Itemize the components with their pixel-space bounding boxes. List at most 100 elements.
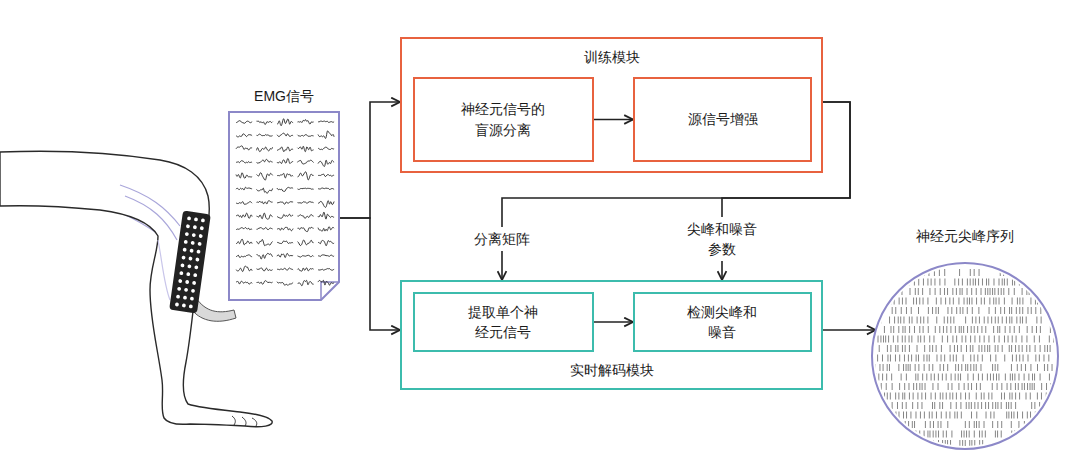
spike-tick	[905, 345, 906, 352]
spike-tick	[957, 345, 958, 352]
spike-tick	[1035, 355, 1036, 362]
spike-tick	[939, 402, 940, 409]
spike-tick	[913, 383, 914, 390]
spike-tick	[900, 317, 901, 324]
spike-tick	[980, 383, 981, 390]
spike-tick	[1040, 345, 1041, 352]
spike-tick	[909, 393, 910, 400]
spike-tick	[1045, 279, 1046, 286]
spike-tick	[1041, 393, 1042, 400]
emg-trace	[298, 172, 314, 180]
spike-tick	[1054, 402, 1055, 409]
spike-tick	[1013, 412, 1014, 419]
spike-tick	[882, 288, 883, 295]
spike-tick	[1039, 402, 1040, 409]
spike-tick	[1011, 402, 1012, 409]
electrode-dot	[178, 279, 182, 283]
spike-tick	[892, 307, 893, 314]
spike-tick	[1032, 374, 1033, 381]
spike-tick	[885, 288, 886, 295]
spike-tick	[924, 364, 925, 371]
spike-tick	[895, 279, 896, 286]
spike-tick	[973, 279, 974, 286]
spike-tick	[955, 364, 956, 371]
electrode-dot	[191, 289, 195, 293]
spike-tick	[1011, 412, 1012, 419]
spike-tick	[955, 326, 956, 333]
spike-tick	[984, 298, 985, 305]
emg-trace	[236, 281, 252, 284]
spike-tick	[971, 326, 972, 333]
spike-tick	[927, 298, 928, 305]
spike-tick	[886, 383, 887, 390]
spike-tick	[947, 364, 948, 371]
emg-trace	[257, 121, 273, 124]
spike-tick	[992, 421, 993, 428]
spike-tick	[902, 298, 903, 305]
connector-arrow	[823, 329, 876, 331]
electrode-dot	[197, 242, 201, 246]
spike-tick	[1019, 393, 1020, 400]
spike-tick	[1057, 431, 1058, 438]
spike-tick	[930, 421, 931, 428]
spike-tick	[1002, 279, 1003, 286]
spike-tick	[936, 412, 937, 419]
heading-text: EMG信号	[254, 86, 314, 106]
spike-tick	[1014, 374, 1015, 381]
spike-tick	[934, 279, 935, 286]
spike-tick	[911, 307, 912, 314]
spike-tick	[1010, 383, 1011, 390]
emg-trace	[277, 173, 293, 178]
spike-tick	[919, 383, 920, 390]
spike-tick	[1022, 383, 1023, 390]
spike-tick	[923, 317, 924, 324]
spike-tick	[1048, 355, 1049, 362]
spike-tick	[961, 431, 962, 438]
spike-tick	[974, 269, 975, 276]
spike-tick	[898, 412, 899, 419]
spike-tick	[1041, 383, 1042, 390]
spike-tick	[906, 374, 907, 381]
spike-tick	[994, 336, 995, 343]
spike-tick	[873, 326, 874, 333]
spike-tick	[916, 440, 917, 447]
spike-tick	[1040, 326, 1041, 333]
electrode-dot	[186, 272, 190, 276]
spike-tick	[933, 421, 934, 428]
spike-tick	[1021, 336, 1022, 343]
spike-tick	[1041, 317, 1042, 324]
spike-tick	[943, 364, 944, 371]
spike-tick	[946, 412, 947, 419]
spike-tick	[967, 288, 968, 295]
spike-tick	[1033, 279, 1034, 286]
spike-tick	[901, 307, 902, 314]
spike-tick	[946, 393, 947, 400]
spike-tick	[1056, 288, 1057, 295]
spike-tick	[994, 412, 995, 419]
spike-tick	[989, 345, 990, 352]
spike-tick	[921, 393, 922, 400]
spike-tick	[1036, 326, 1037, 333]
spike-tick	[1021, 440, 1022, 447]
spike-tick	[878, 402, 879, 409]
spike-tick	[1015, 345, 1016, 352]
spike-tick	[1004, 393, 1005, 400]
spike-tick	[902, 336, 903, 343]
spike-tick	[978, 374, 979, 381]
electrode-dot	[176, 295, 180, 299]
spike-tick	[888, 336, 889, 343]
spike-tick	[1048, 279, 1049, 286]
document-shape	[228, 86, 340, 302]
electrode-dot	[194, 217, 198, 221]
spike-tick	[969, 298, 970, 305]
spike-tick	[912, 317, 913, 324]
spike-tick	[958, 383, 959, 390]
spike-tick	[906, 402, 907, 409]
emg-trace	[236, 202, 252, 205]
emg-trace	[236, 255, 252, 258]
spike-tick	[927, 431, 928, 438]
spike-tick	[893, 288, 894, 295]
spike-tick	[1017, 269, 1018, 276]
spike-tick	[967, 364, 968, 371]
spike-tick	[923, 326, 924, 333]
